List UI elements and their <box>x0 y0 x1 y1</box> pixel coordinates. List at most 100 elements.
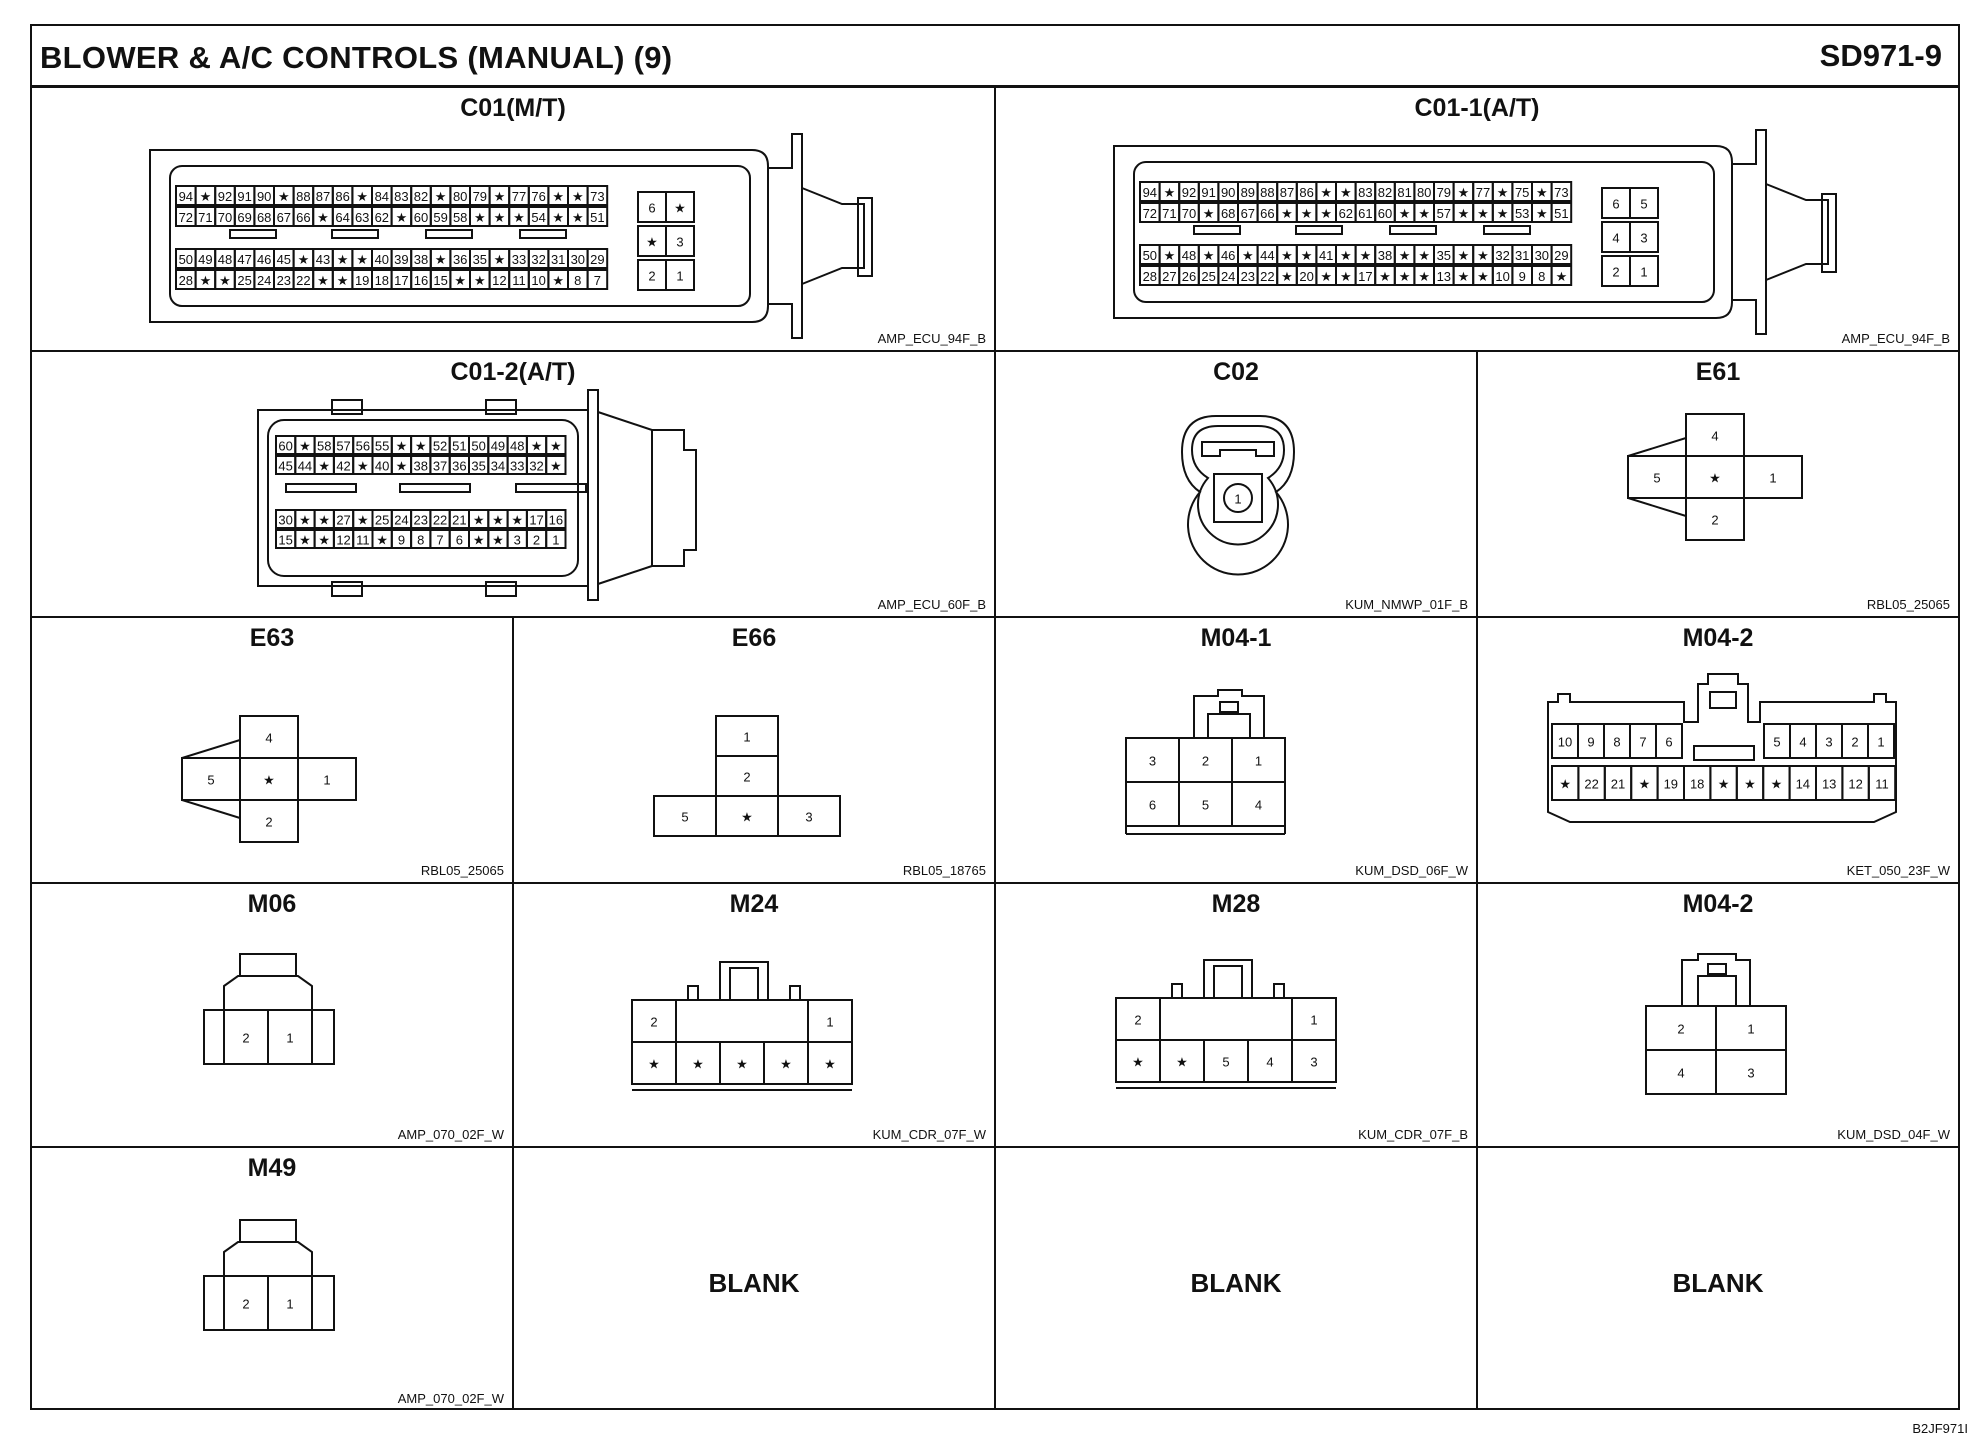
pin-number: 51 <box>452 439 466 454</box>
unused-pin-marker: ★ <box>552 210 564 225</box>
unused-pin-marker: ★ <box>736 1057 748 1072</box>
pin-number: 1 <box>323 773 330 788</box>
pin-number: 16 <box>549 513 563 528</box>
pin-cavity <box>1550 244 1573 265</box>
pin-number: 23 <box>1241 269 1255 284</box>
pin-number: 24 <box>394 513 408 528</box>
pin-number: 36 <box>453 252 467 267</box>
pin-number: 14 <box>1796 777 1810 792</box>
pin-number: 54 <box>531 210 545 225</box>
pin-number: 76 <box>531 189 545 204</box>
connector-title: M49 <box>247 1154 297 1182</box>
unused-pin-marker: ★ <box>474 210 486 225</box>
pin-number: 5 <box>207 773 214 788</box>
pin-number: 15 <box>278 533 292 548</box>
part-number: RBL05_25065 <box>420 863 504 878</box>
pin-number: 51 <box>590 210 604 225</box>
pin-number: 1 <box>1640 265 1647 280</box>
unused-pin-marker: ★ <box>1458 206 1470 221</box>
unused-pin-marker: ★ <box>1281 269 1293 284</box>
connector-title: C01(M/T) <box>460 94 566 122</box>
unused-pin-marker: ★ <box>646 235 658 250</box>
pin-cavity <box>665 191 695 223</box>
pin-cavity <box>1743 455 1803 499</box>
connector-clip <box>485 399 517 415</box>
connector-inner-frame <box>1133 161 1715 303</box>
pin-number: 22 <box>1584 777 1598 792</box>
pin-number: 35 <box>471 459 485 474</box>
pin-number: 4 <box>1799 735 1806 750</box>
unused-pin-marker: ★ <box>1718 777 1730 792</box>
pin-number: 18 <box>375 273 389 288</box>
pin-number: 26 <box>1182 269 1196 284</box>
pin-number: 21 <box>452 513 466 528</box>
unused-pin-marker: ★ <box>1320 206 1332 221</box>
pin-number: 80 <box>1417 185 1431 200</box>
part-number: KUM_CDR_07F_W <box>872 1127 986 1142</box>
pin-number: 2 <box>265 815 272 830</box>
pin-number: 58 <box>317 439 331 454</box>
connector-title: M28 <box>1211 890 1261 918</box>
unused-pin-marker: ★ <box>1497 206 1509 221</box>
pin-cavity <box>665 259 695 291</box>
connector-title: M24 <box>729 890 779 918</box>
pin-number: 1 <box>1747 1022 1754 1037</box>
pin-number: 11 <box>512 273 526 288</box>
part-number: KUM_CDR_07F_B <box>1358 1127 1468 1142</box>
pin-number: 27 <box>1162 269 1176 284</box>
pin-number: 1 <box>286 1031 293 1046</box>
pin-number: 8 <box>417 533 424 548</box>
cell-blank-1: BLANK <box>514 1148 996 1410</box>
pin-number: 91 <box>237 189 251 204</box>
pin-number: 38 <box>1378 248 1392 263</box>
connector-key <box>1193 225 1241 235</box>
pin-cavity <box>267 1009 313 1065</box>
pin-number: 72 <box>1143 206 1157 221</box>
pin-number: 7 <box>594 273 601 288</box>
pin-number: 1 <box>552 533 559 548</box>
pin-number: 71 <box>1162 206 1176 221</box>
connector-clip <box>331 399 363 415</box>
unused-pin-marker: ★ <box>317 273 329 288</box>
pin-number: 48 <box>510 439 524 454</box>
pin-number: 70 <box>218 210 232 225</box>
pin-number: 35 <box>473 252 487 267</box>
pin-number: 92 <box>1182 185 1196 200</box>
pin-number: 91 <box>1201 185 1215 200</box>
unused-pin-marker: ★ <box>1771 777 1783 792</box>
connector-clip <box>331 581 363 597</box>
pin-number: 5 <box>681 810 688 825</box>
connector-latch <box>719 961 769 1000</box>
pin-number: 30 <box>1535 248 1549 263</box>
unused-pin-marker: ★ <box>572 210 584 225</box>
part-number: RBL05_25065 <box>1866 597 1950 612</box>
pin-number: 1 <box>1877 735 1884 750</box>
connector-title: C01-1(A/T) <box>1414 94 1540 122</box>
pin-number: 3 <box>1747 1066 1754 1081</box>
pin-number: 82 <box>414 189 428 204</box>
pin-number: 71 <box>198 210 212 225</box>
pin-number: 88 <box>1260 185 1274 200</box>
unused-pin-marker: ★ <box>550 439 562 454</box>
pin-cavity <box>545 455 567 475</box>
cell-c02: C02 1 KUM_NMWP_01F_B <box>996 352 1478 618</box>
pin-number: 79 <box>1437 185 1451 200</box>
unused-pin-marker: ★ <box>1477 248 1489 263</box>
unused-pin-marker: ★ <box>376 533 388 548</box>
part-number: KUM_DSD_04F_W <box>1837 1127 1950 1142</box>
connector-key <box>1389 225 1437 235</box>
unused-pin-marker: ★ <box>674 201 686 216</box>
pin-number: 94 <box>179 189 193 204</box>
pin-number: 62 <box>1339 206 1353 221</box>
pin-cavity <box>545 435 567 455</box>
pin-number: 49 <box>198 252 212 267</box>
connector-housing <box>223 975 313 1011</box>
pin-number: 67 <box>1241 206 1255 221</box>
unused-pin-marker: ★ <box>552 273 564 288</box>
unused-pin-marker: ★ <box>435 252 447 267</box>
